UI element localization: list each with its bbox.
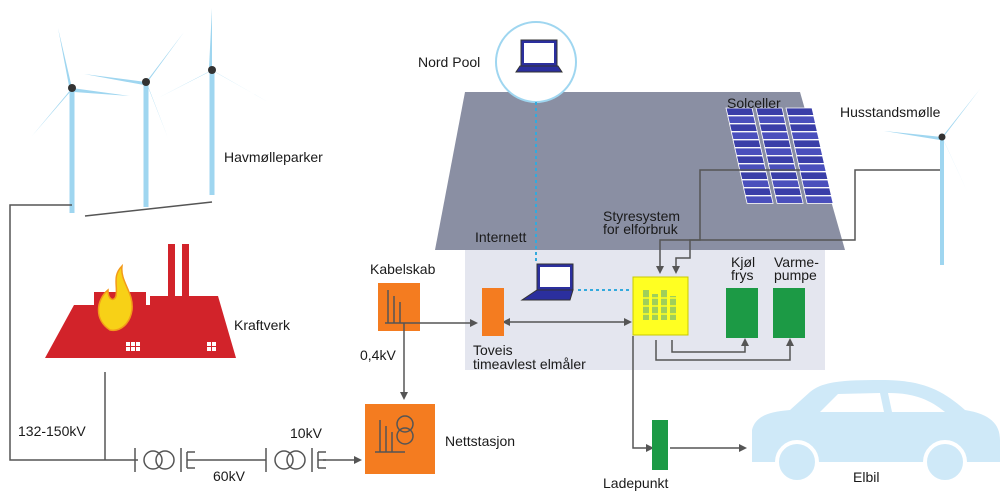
offshore-wind-turbines	[32, 8, 268, 213]
solar-cell	[771, 179, 801, 188]
solar-cell	[762, 139, 792, 148]
label-60kv: 60kV	[213, 468, 245, 484]
flame-icon	[97, 263, 133, 332]
solar-cell	[725, 107, 755, 116]
nettstasjon-box	[365, 404, 435, 474]
solar-cell	[727, 115, 757, 124]
fridge-freezer-box	[726, 288, 758, 338]
solar-cell	[734, 147, 764, 156]
solar-cell	[789, 123, 818, 132]
solar-cell	[741, 179, 771, 188]
wind-turbine-icon	[32, 28, 130, 213]
label-132-150kv: 132-150kV	[18, 423, 86, 439]
label-kraftverk: Kraftverk	[234, 317, 291, 333]
solar-cell	[755, 107, 785, 116]
transformer-icon	[134, 448, 195, 472]
label-styresystem: Styresystem for elforbruk	[603, 208, 681, 237]
solar-cell	[774, 195, 804, 204]
distribution-wires	[400, 318, 632, 400]
solar-cell	[773, 187, 802, 196]
electric-car-icon	[752, 380, 1000, 484]
solar-cell	[804, 195, 834, 204]
label-husstandsmolle: Husstandsmølle	[840, 104, 941, 120]
label-kabelskab: Kabelskab	[370, 261, 436, 277]
solar-cell	[787, 115, 817, 124]
label-04kv: 0,4kV	[360, 347, 396, 363]
transmission-lines	[9, 201, 362, 464]
wind-turbine-icon	[158, 8, 268, 195]
control-system-panel	[632, 276, 689, 336]
solar-cell	[760, 131, 790, 140]
label-nord-pool: Nord Pool	[418, 54, 481, 70]
label-internett: Internett	[475, 229, 527, 245]
solar-cell	[766, 155, 795, 164]
solar-cell	[757, 115, 787, 124]
solar-cell	[730, 131, 760, 140]
solar-cell	[732, 139, 762, 148]
solar-cell	[729, 123, 758, 132]
label-havmolleparker: Havmølleparker	[224, 149, 323, 165]
laptop-icon	[515, 39, 563, 73]
wind-turbine-icon	[884, 89, 980, 265]
label-nettstasjon: Nettstasjon	[445, 433, 516, 449]
laptop-icon	[520, 263, 574, 301]
solar-cell	[801, 179, 831, 188]
solar-cell	[796, 155, 825, 164]
solar-cell	[799, 171, 829, 180]
wind-turbine-icon	[84, 32, 184, 207]
solar-cell	[785, 107, 815, 116]
power-plant-icon	[45, 244, 236, 358]
solar-cell	[736, 155, 765, 164]
solar-cell	[769, 171, 799, 180]
label-solceller: Solceller	[727, 95, 781, 111]
solar-cell	[744, 195, 774, 204]
solar-cell	[743, 187, 772, 196]
solar-cell	[739, 171, 769, 180]
solar-cell	[792, 139, 822, 148]
solar-cell	[803, 187, 832, 196]
solar-cell	[764, 147, 794, 156]
solar-cell	[759, 123, 788, 132]
label-10kv: 10kV	[290, 425, 322, 441]
solar-cell	[790, 131, 820, 140]
heat-pump-box	[773, 288, 805, 338]
label-kjol-frys: Kjøl frys	[731, 254, 756, 283]
house-wiring	[632, 169, 940, 452]
label-ladepunkt: Ladepunkt	[603, 475, 669, 491]
transformer-icon	[265, 448, 326, 472]
charging-point	[652, 420, 668, 470]
data-connection-lines	[535, 102, 630, 291]
smart-meter	[482, 288, 504, 336]
label-varmepumpe: Varme- pumpe	[774, 254, 819, 283]
solar-cell	[794, 147, 824, 156]
solar-cell	[797, 163, 827, 172]
label-toveis-elmaler: Toveis timeavlest elmåler	[473, 342, 586, 372]
label-elbil: Elbil	[853, 469, 880, 485]
kabelskab-box	[378, 283, 420, 331]
